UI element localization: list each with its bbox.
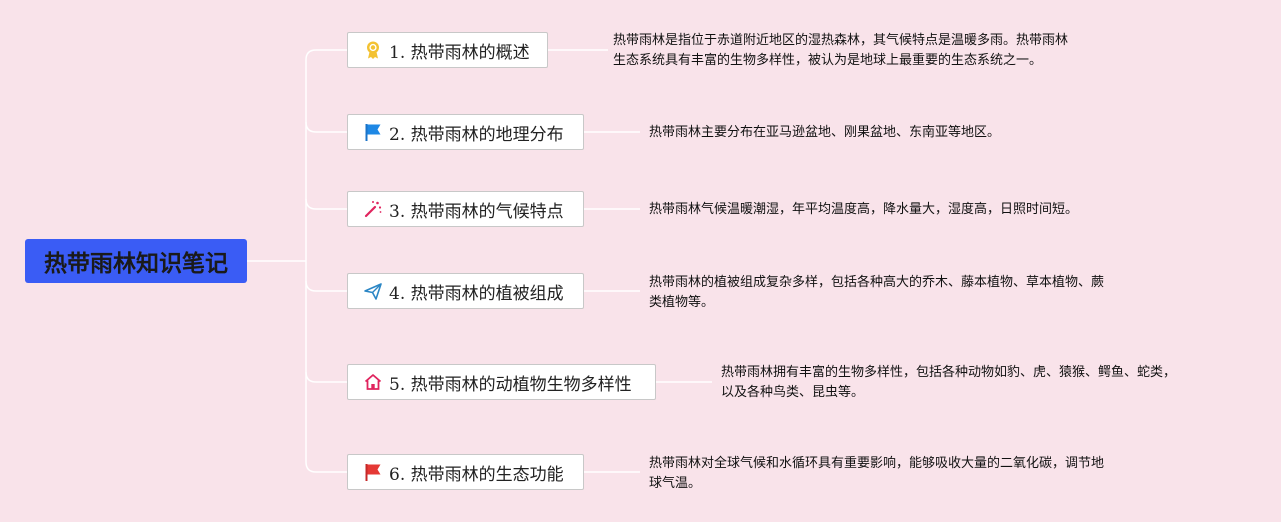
red-flag-icon (363, 462, 383, 482)
topic-label: 4. 热带雨林的植被组成 (389, 283, 564, 304)
topic-climate[interactable]: 3. 热带雨林的气候特点 (347, 191, 584, 227)
award-ribbon-icon (363, 40, 383, 60)
note-vegetation: 热带雨林的植被组成复杂多样，包括各种高大的乔木、藤本植物、草本植物、蕨 类植物等… (649, 273, 1104, 313)
note-climate: 热带雨林气候温暖潮湿，年平均温度高，降水量大，湿度高，日照时间短。 (649, 200, 1078, 220)
note-biodiversity: 热带雨林拥有丰富的生物多样性，包括各种动物如豹、虎、猿猴、鳄鱼、蛇类， 以及各种… (721, 363, 1176, 403)
topic-label: 3. 热带雨林的气候特点 (389, 201, 564, 222)
topic-label: 1. 热带雨林的概述 (389, 42, 530, 63)
note-line: 球气温。 (649, 476, 702, 491)
topic-label: 5. 热带雨林的动植物生物多样性 (389, 374, 632, 395)
note-line: 热带雨林拥有丰富的生物多样性，包括各种动物如豹、虎、猿猴、鳄鱼、蛇类， (721, 365, 1177, 380)
note-line: 热带雨林气候温暖潮湿，年平均温度高，降水量大，湿度高，日照时间短。 (649, 202, 1079, 217)
home-icon (363, 372, 383, 392)
root-title: 热带雨林知识笔记 (44, 251, 228, 277)
trunk-line (305, 49, 317, 473)
note-line: 热带雨林是指位于赤道附近地区的湿热森林，其气候特点是温暖多雨。热带雨林 (613, 33, 1069, 48)
branch-line-5 (305, 371, 347, 383)
note-line: 类植物等。 (649, 295, 715, 310)
topic-overview[interactable]: 1. 热带雨林的概述 (347, 32, 548, 68)
topic-label: 6. 热带雨林的生态功能 (389, 464, 564, 485)
branch-line-3 (305, 198, 347, 210)
root-topic[interactable]: 热带雨林知识笔记 (25, 239, 247, 283)
note-line: 热带雨林对全球气候和水循环具有重要影响，能够吸收大量的二氧化碳，调节地 (649, 456, 1105, 471)
note-line: 生态系统具有丰富的生物多样性，被认为是地球上最重要的生态系统之一。 (613, 53, 1043, 68)
topic-label: 2. 热带雨林的地理分布 (389, 124, 564, 145)
branch-line-4 (305, 280, 347, 292)
magic-wand-icon (363, 199, 383, 219)
note-distribution: 热带雨林主要分布在亚马逊盆地、刚果盆地、东南亚等地区。 (649, 123, 1000, 143)
topic-biodiversity[interactable]: 5. 热带雨林的动植物生物多样性 (347, 364, 656, 400)
note-line: 热带雨林的植被组成复杂多样，包括各种高大的乔木、藤本植物、草本植物、蕨 (649, 275, 1105, 290)
paper-plane-icon (363, 281, 383, 301)
topic-distribution[interactable]: 2. 热带雨林的地理分布 (347, 114, 584, 150)
note-line: 以及各种鸟类、昆虫等。 (721, 385, 865, 400)
note-overview: 热带雨林是指位于赤道附近地区的湿热森林，其气候特点是温暖多雨。热带雨林 生态系统… (613, 31, 1068, 71)
note-ecological-function: 热带雨林对全球气候和水循环具有重要影响，能够吸收大量的二氧化碳，调节地 球气温。 (649, 454, 1104, 494)
note-line: 热带雨林主要分布在亚马逊盆地、刚果盆地、东南亚等地区。 (649, 125, 1001, 140)
topic-vegetation[interactable]: 4. 热带雨林的植被组成 (347, 273, 584, 309)
branch-line-2 (305, 121, 347, 133)
topic-ecological-function[interactable]: 6. 热带雨林的生态功能 (347, 454, 584, 490)
blue-flag-icon (363, 122, 383, 142)
